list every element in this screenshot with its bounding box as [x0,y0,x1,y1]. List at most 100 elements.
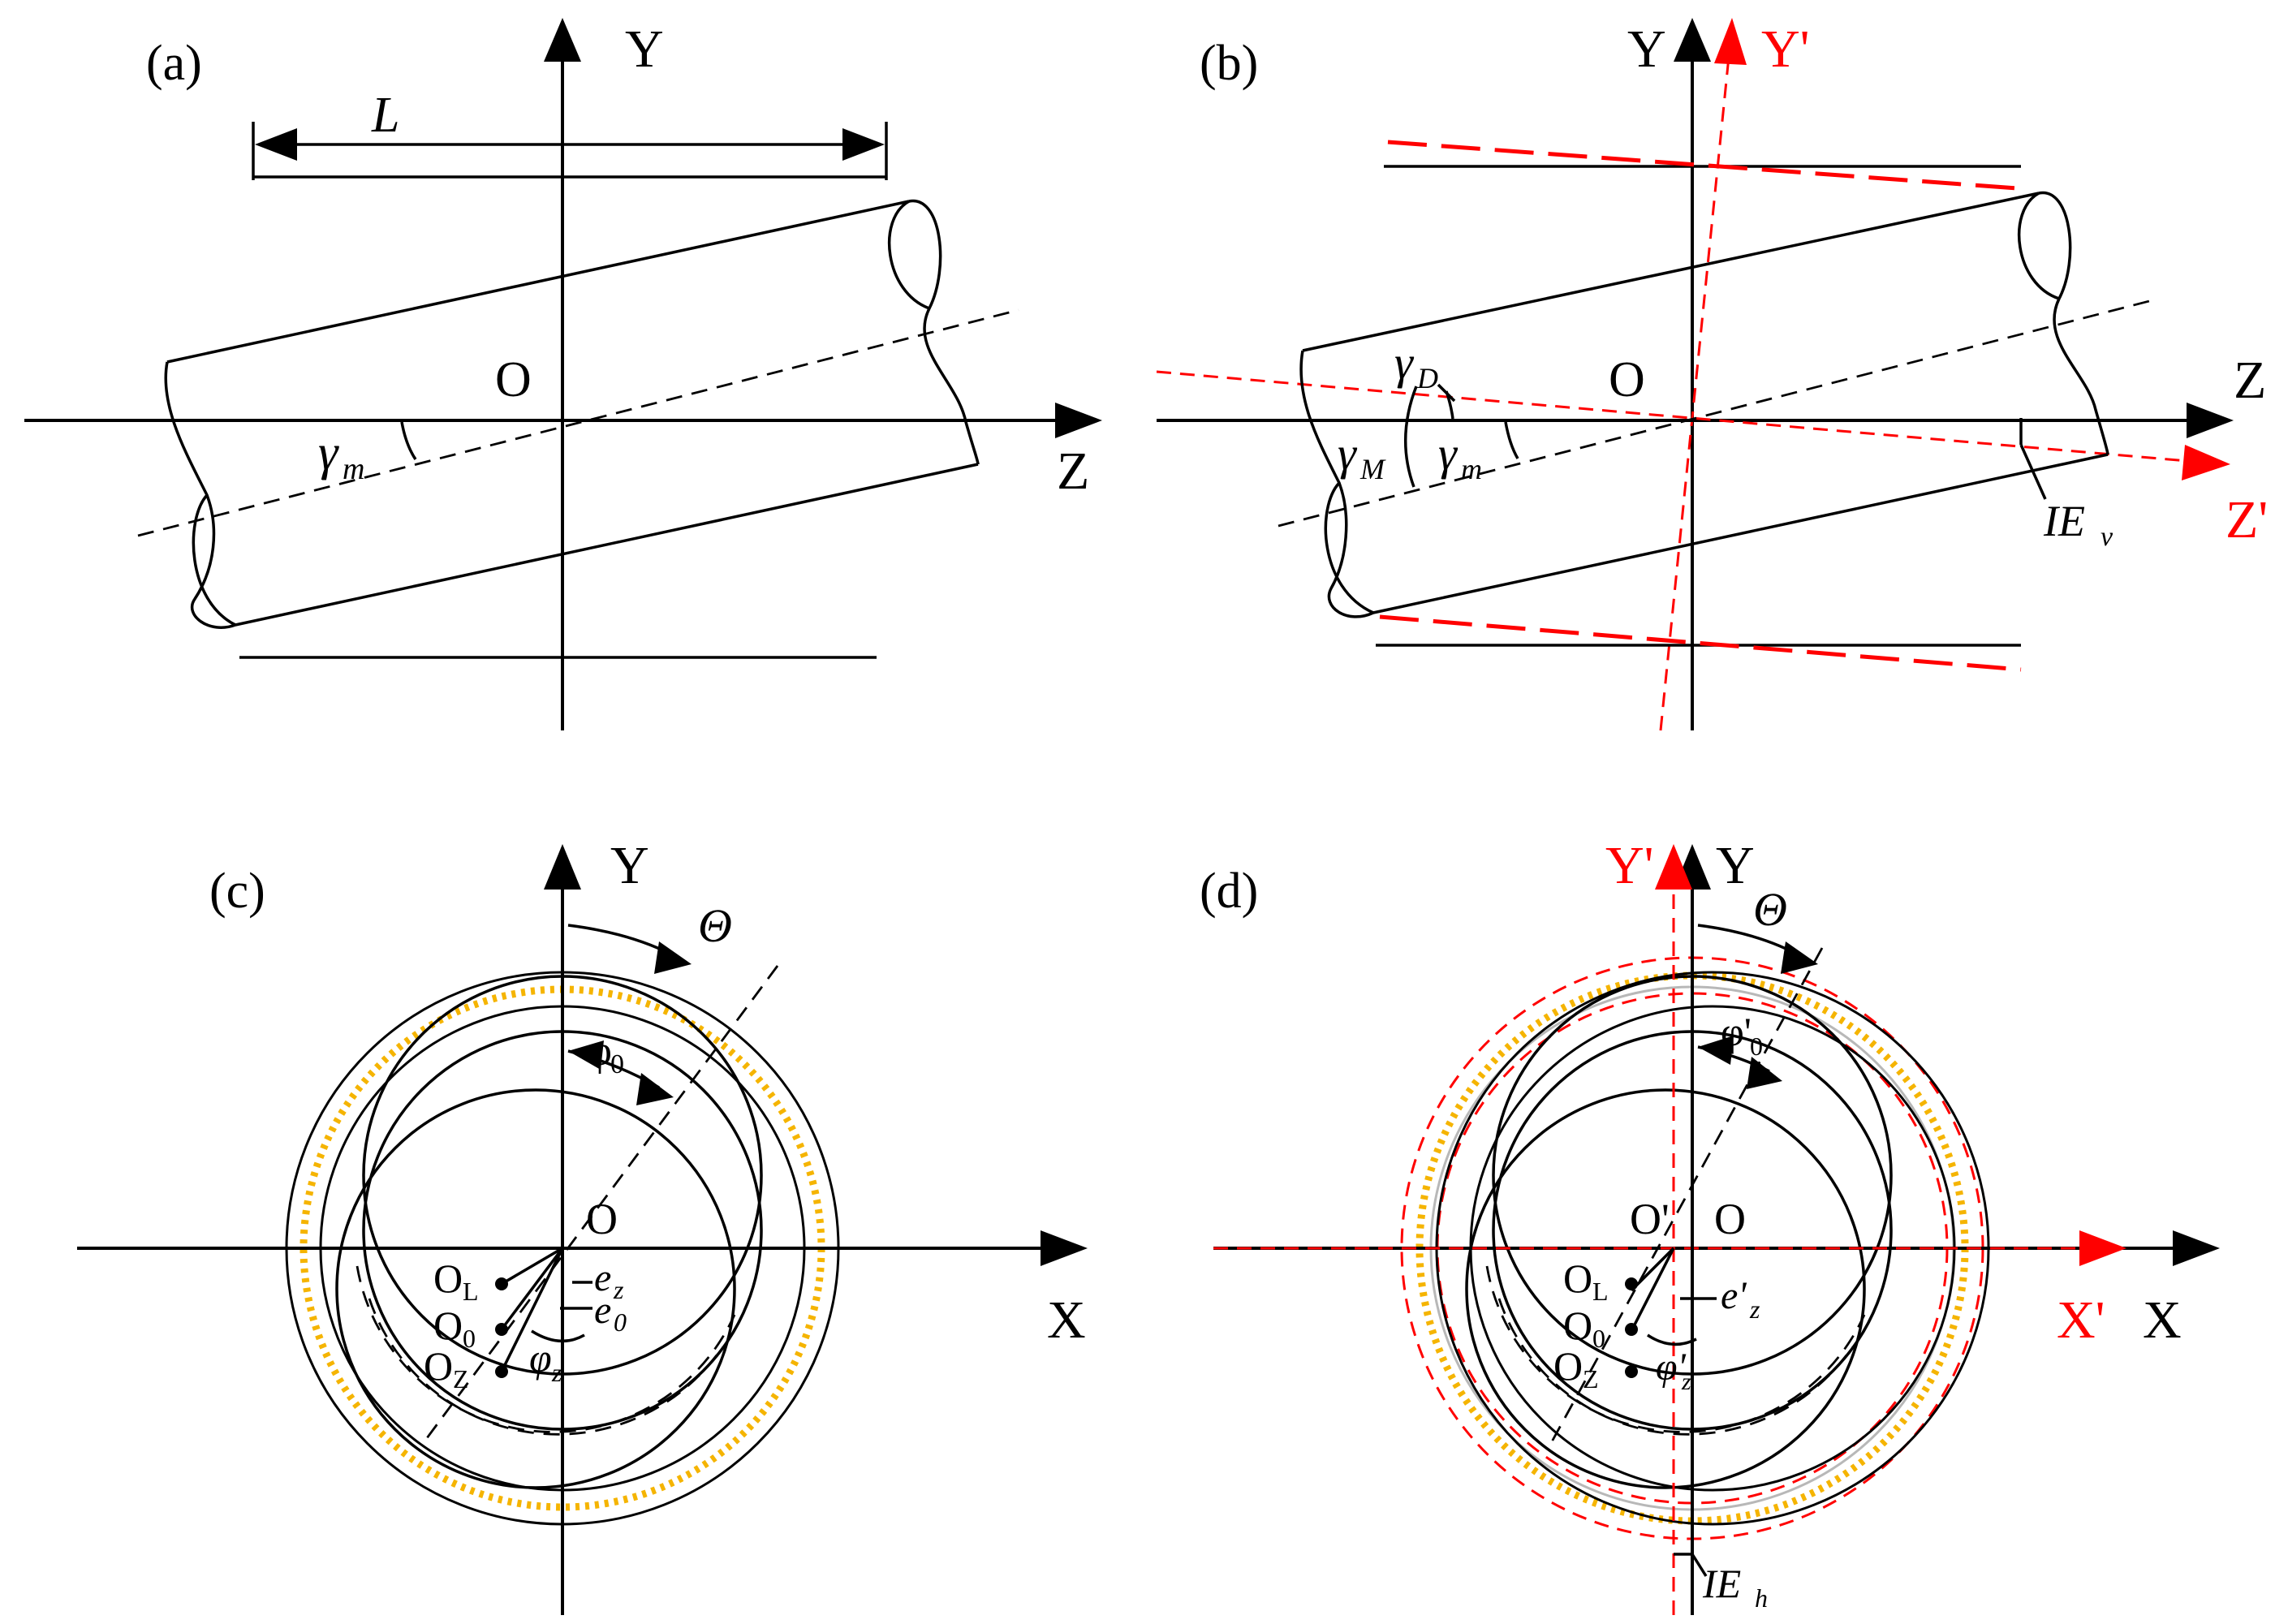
panel-b-z-prime-label: Z' [2226,490,2268,549]
panel-d-journal-lower [1465,1088,1866,1489]
panel-d-y-prime-arrow [1655,844,1692,890]
panel-d-theta: Θ [1753,883,1787,936]
panel-b-pipe-right-cap [2017,192,2060,300]
panel-d-o0-sub: 0 [1592,1324,1605,1353]
panel-c-phiz-sub: z [551,1358,562,1387]
panel-d-ol-sub: L [1592,1277,1609,1306]
panel-a-origin-label: O [495,352,532,407]
panel-b-pipe-right-end [2038,191,2109,455]
panel-b-ie-v-sub: v [2101,522,2113,552]
panel-d-x-arrow [2173,1230,2220,1266]
panel-b: (b) Y Y' Z Z' O [1156,18,2268,731]
panel-d-x-label: X [2143,1290,2182,1350]
panel-c-o0: O [433,1303,463,1348]
panel-a: (a) Y Z O L γ m [24,18,1102,730]
panel-d-origin-label: O [1714,1195,1746,1243]
panel-a-tag: (a) [146,36,202,91]
panel-b-angle-M-arc [1404,386,1418,488]
panel-a-y-arrow [544,18,581,62]
panel-d-phizp-arc [1647,1333,1697,1346]
panel-d-ol: O [1563,1256,1592,1301]
panel-b-z-prime-axis [1156,370,2188,463]
panel-c-theta-arrow [654,941,692,974]
panel-c-phiz-arc [531,1329,585,1343]
panel-d-journal-dashed-2 [1497,1298,1854,1436]
panel-d-origin-prime-label: O' [1630,1195,1670,1243]
panel-b-pipe-bottom-edge [1372,453,2109,614]
panel-b-gamma-M-sub: M [1359,453,1386,485]
panel-c-attitude-line [420,965,779,1445]
panel-b-tag: (b) [1200,36,1258,91]
panel-c-phi0-sub: 0 [610,1049,624,1079]
panel-d-ie-h-leader [1691,1553,1708,1577]
panel-d-oz-sub: Z [1583,1364,1599,1394]
panel-a-angle-arc [400,421,417,460]
panel-b-gamma-d-sub: D [1416,362,1438,394]
panel-d-phi0p-sub: 0 [1750,1032,1763,1061]
panel-a-z-arrow [1055,403,1102,438]
panel-c-ez-sub: z [613,1275,624,1304]
panel-c: (c) X Y Θ φ 0 O [77,836,1088,1615]
panel-d-ez-line [1630,1247,1675,1292]
panel-c-phi0: φ [588,1028,612,1075]
panel-d-phi0p-arrow [1747,1057,1782,1089]
panel-a-length-label: L [371,88,399,143]
panel-c-tag: (c) [209,864,265,919]
panel-a-gamma-m: γ [318,425,339,480]
panel-d-x-prime-arrow [2079,1230,2126,1266]
panel-d-o0: O [1563,1303,1592,1348]
panel-d-e0-line [1630,1247,1675,1332]
panel-d-y-label: Y [1716,836,1755,895]
panel-c-journal-lower [335,1088,736,1489]
panel-d-x-prime-label: X' [2057,1290,2105,1350]
panel-d-phizp-sub: z [1681,1368,1691,1395]
panel-d-oz: O [1553,1343,1583,1389]
panel-b-pipe-left-cap [1324,481,1374,614]
panel-c-oz-point [495,1365,508,1378]
panel-b-pipe-centerline [1278,299,2153,528]
panel-a-pipe-left-end [164,361,236,629]
panel-c-oz-sub: Z [453,1364,469,1394]
panel-c-x-label: X [1047,1290,1086,1350]
panel-c-phi0-arrow [636,1073,674,1105]
panel-c-oz: O [424,1343,453,1389]
panel-b-gamma-d: γ [1394,336,1415,389]
panel-b-y-arrow [1674,18,1711,62]
panel-d-ie-h: IE [1702,1561,1741,1606]
panel-c-e0-line [500,1247,564,1331]
panel-d-y-prime-label: Y' [1605,836,1654,895]
panel-b-gamma-M: γ [1338,427,1358,480]
panel-b-pipe-left-end [1299,350,1374,618]
panel-a-pipe-centerline [137,308,1019,537]
panel-c-journal-dashed-2 [368,1298,724,1436]
panel-b-pipe-top-edge [1302,192,2040,352]
panel-b-y-label: Y [1627,19,1666,79]
panel-a-pipe-bottom-edge [235,463,979,627]
panel-a-pipe-top-edge [166,200,910,364]
panel-c-e0-sub: 0 [614,1307,627,1337]
panel-a-dim-right-arrow [842,128,885,161]
panel-c-eoz-line [500,1247,564,1372]
panel-c-phi0-arrow-start [568,1040,604,1070]
panel-a-z-label: Z [1057,442,1089,501]
panel-c-ez: e [594,1256,611,1299]
panel-a-pipe-right-end [908,199,980,465]
panel-b-ie-v: IE [2043,497,2085,545]
panel-d-ezp: e' [1721,1274,1747,1317]
panel-d-theta-arrow [1781,941,1818,974]
panel-d-attitude-line [1549,947,1824,1445]
panel-d-ezp-sub: z [1749,1294,1760,1324]
panel-c-y-label: Y [610,836,649,895]
panel-d-phizp: φ' [1656,1346,1687,1389]
panel-a-gamma-m-sub: m [343,452,364,486]
panel-d-oz-point [1625,1365,1638,1378]
panel-c-o0-sub: 0 [463,1324,476,1353]
panel-c-theta: Θ [698,899,732,952]
panel-c-o0-point [495,1323,508,1336]
panel-d-phi0p: φ' [1721,1009,1752,1054]
panel-c-ol: O [433,1256,463,1301]
panel-d-ie-h-sub: h [1755,1583,1768,1613]
panel-b-ie-v-leader [2019,444,2047,500]
panel-b-y-prime-arrow [1714,18,1747,65]
